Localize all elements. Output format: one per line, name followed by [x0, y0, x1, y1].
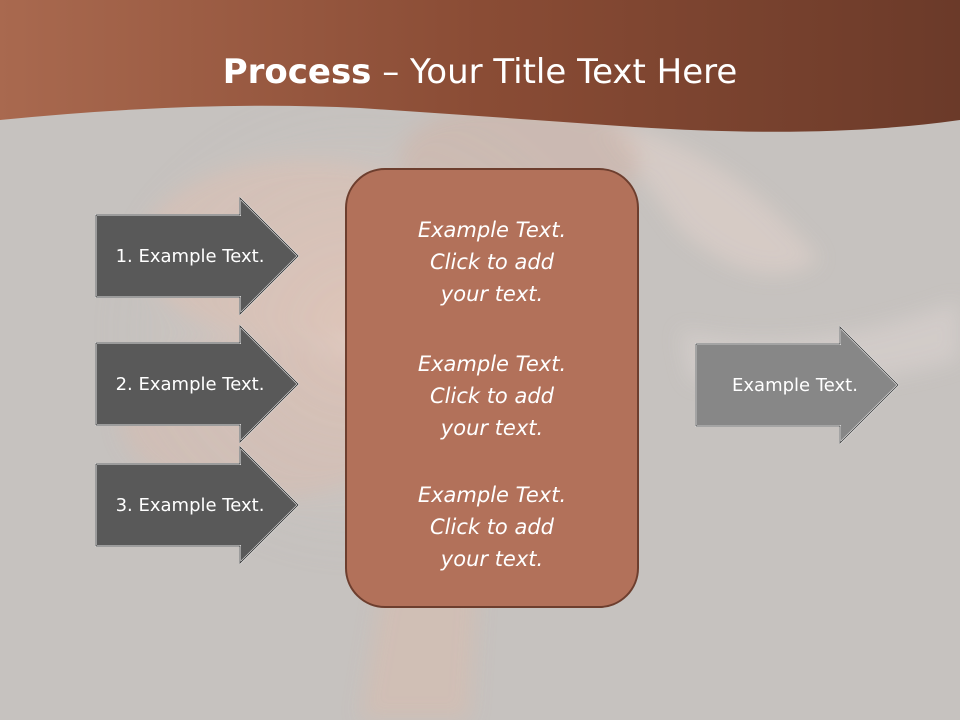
center-text-2[interactable]: Example Text. Click to add your text.	[417, 352, 567, 440]
left-arrow-label: 2. Example Text.	[115, 373, 265, 395]
left-arrow-1[interactable]: 1. Example Text.	[95, 195, 300, 317]
slide-title: Process – Your Title Text Here	[0, 52, 960, 92]
left-arrow-label: 1. Example Text.	[115, 245, 265, 267]
left-arrow-label: 3. Example Text.	[115, 494, 265, 516]
arrow-shape	[95, 323, 300, 445]
right-arrow[interactable]: Example Text.	[695, 324, 900, 446]
center-text-box[interactable]: Example Text. Click to add your text. Ex…	[345, 168, 639, 608]
center-text-3[interactable]: Example Text. Click to add your text.	[417, 483, 567, 571]
arrow-shape	[695, 324, 900, 446]
right-arrow-label: Example Text.	[732, 374, 858, 396]
center-text-1[interactable]: Example Text. Click to add your text.	[417, 218, 567, 306]
left-arrow-3[interactable]: 3. Example Text.	[95, 444, 300, 566]
title-bold: Process	[222, 52, 372, 92]
arrow-shape	[95, 195, 300, 317]
title-rest: – Your Title Text Here	[371, 52, 738, 92]
arrow-shape	[95, 444, 300, 566]
left-arrow-2[interactable]: 2. Example Text.	[95, 323, 300, 445]
